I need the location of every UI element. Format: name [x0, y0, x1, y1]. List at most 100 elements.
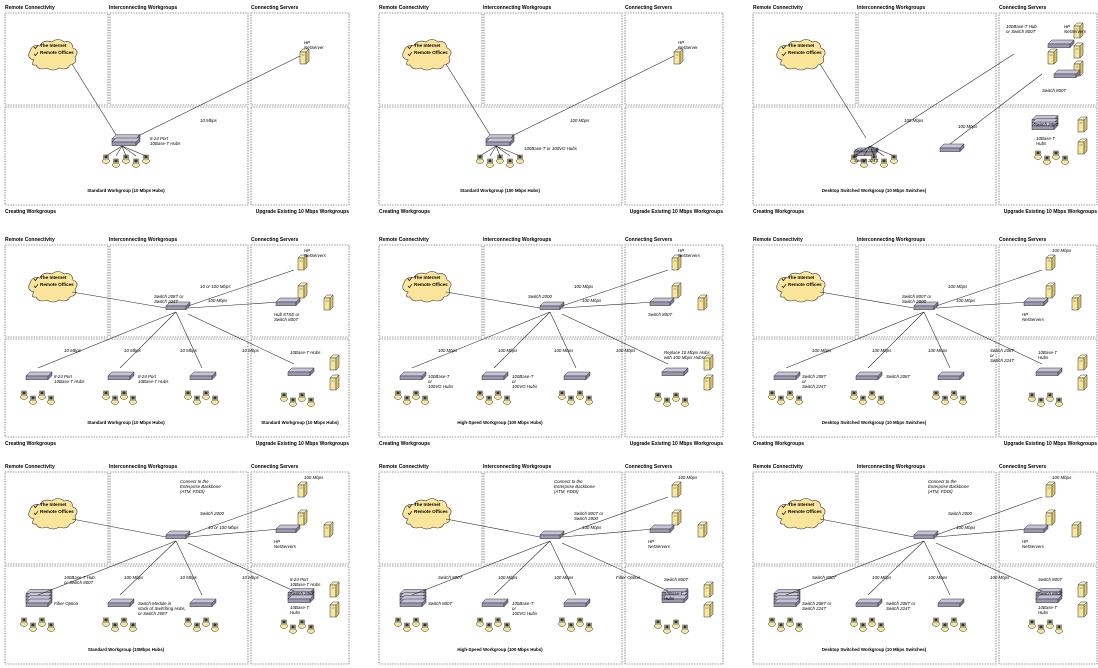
workstation-icon [859, 622, 867, 632]
workstation-icon [1037, 397, 1045, 407]
network-link [935, 542, 1043, 592]
workstation-icon [38, 617, 46, 627]
header-connecting-servers: Connecting Servers [625, 237, 672, 243]
device-label: 10 Mbps [242, 575, 260, 580]
workstation-icon [672, 392, 680, 402]
device-label: 100 Mbps [812, 348, 832, 353]
checkmark-icon [781, 510, 787, 516]
hp-netserver-icon [1071, 521, 1082, 538]
cloud-label-remote-offices: Remote Offices [788, 50, 822, 55]
hp-netserver-icon [1077, 138, 1088, 155]
network-link [71, 518, 167, 538]
workgroup-hub-icon [189, 371, 217, 381]
zone-interconnecting [483, 12, 623, 106]
device-label: 10 Mbps [180, 348, 198, 353]
hp-netserver-icon [703, 581, 714, 598]
zone-creating-workgroups [4, 106, 249, 206]
workstation-icon [403, 622, 411, 632]
network-link [785, 540, 925, 596]
workstation-icon [860, 158, 868, 168]
cloud-label-internet: The Internet [788, 502, 815, 507]
workstation-icon [1046, 619, 1054, 629]
workgroup-hub-icon [773, 371, 801, 381]
network-link [561, 496, 669, 536]
workstation-icon [567, 622, 575, 632]
device-label: Switch 800T [1038, 591, 1062, 596]
workstation-icon [47, 395, 55, 405]
workstation-icon [102, 154, 110, 164]
checkmark-icon [407, 51, 413, 57]
hp-netserver-icon [697, 294, 708, 311]
server-switch-icon [1023, 524, 1049, 534]
hp-netserver-icon [329, 354, 340, 371]
device-label: 100 Mbps [208, 298, 228, 303]
workstation-icon [485, 622, 493, 632]
zone-upgrade-workgroups [998, 338, 1098, 438]
hp-netserver-icon [1073, 22, 1084, 39]
workstation-icon [777, 622, 785, 632]
checkmark-icon [407, 44, 413, 50]
zone-remote-connectivity [4, 244, 109, 338]
workstation-icon [859, 395, 867, 405]
workstation-icon [298, 619, 306, 629]
workgroup-hub-icon [855, 371, 883, 381]
workstation-icon [795, 395, 803, 405]
header-remote-connectivity: Remote Connectivity [5, 5, 55, 11]
workgroup-hub-icon [773, 588, 801, 608]
workgroup-caption: Desktop Switched Workgroup (10 Mbps Swit… [822, 188, 927, 193]
network-link [187, 313, 295, 365]
header-connecting-servers: Connecting Servers [999, 237, 1046, 243]
checkmark-icon [407, 283, 413, 289]
header-interconnecting-workgroups: Interconnecting Workgroups [857, 237, 925, 243]
workstation-icon [503, 622, 511, 632]
workstation-icon [1055, 397, 1063, 407]
checkmark-icon [781, 283, 787, 289]
cloud-label-remote-offices: Remote Offices [40, 509, 74, 514]
header-interconnecting-workgroups: Interconnecting Workgroups [483, 5, 551, 11]
device-label: Switch 800T [1038, 577, 1062, 582]
workstation-icon [1034, 150, 1042, 160]
workgroup-caption: Desktop Switched Workgroup (10 Mbps Swit… [822, 647, 927, 652]
footer-creating-workgroups: Creating Workgroups [753, 209, 804, 215]
cloud-label-internet: The Internet [788, 43, 815, 48]
hp-netserver-icon [671, 254, 682, 271]
network-link [37, 540, 177, 596]
device-label: Switch 800T [648, 312, 672, 317]
workstation-icon [122, 154, 130, 164]
checkmark-icon [33, 276, 39, 282]
checkmark-icon [33, 503, 39, 509]
zone-remote-connectivity [378, 12, 483, 106]
device-label: 100 Mbps [872, 348, 892, 353]
cloud-label-remote-offices: Remote Offices [414, 282, 448, 287]
internet-cloud [776, 271, 826, 303]
workgroup-caption: Standard Workgroup (100 Mbps Hubs) [460, 188, 540, 193]
workstation-icon [111, 622, 119, 632]
header-connecting-servers: Connecting Servers [251, 464, 298, 470]
device-label: 100 Mbps [990, 575, 1010, 580]
network-link [549, 540, 577, 596]
server-switch-icon [649, 524, 675, 534]
cloud-label-remote-offices: Remote Offices [788, 509, 822, 514]
header-connecting-servers: Connecting Servers [251, 5, 298, 11]
device-label: Fiber Option [54, 601, 79, 606]
workstation-icon [202, 617, 210, 627]
hp-netserver-icon [297, 254, 308, 271]
zone-upgrade-workgroups [624, 565, 724, 665]
hp-netserver-icon [299, 48, 310, 65]
hp-netserver-icon [1077, 601, 1088, 618]
device-label: 10 Mbps [242, 348, 260, 353]
zone-upgrade-workgroups [624, 338, 724, 438]
upgrade-hub-icon [1035, 587, 1063, 604]
hp-netserver-icon [329, 581, 340, 598]
